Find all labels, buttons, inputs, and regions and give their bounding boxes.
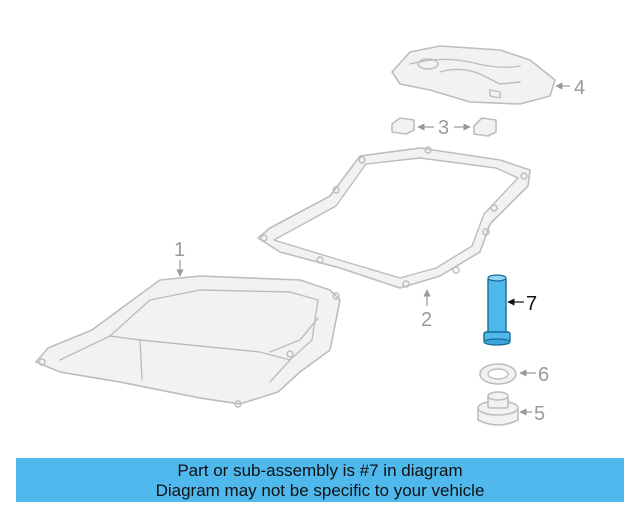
part-2-gasket[interactable]: [257, 146, 531, 289]
part-3-seals[interactable]: [391, 117, 497, 137]
callout-5: 5: [534, 403, 545, 425]
part-6-washer[interactable]: [479, 363, 517, 385]
callout-1: 1: [174, 239, 185, 261]
part-5-plug[interactable]: [477, 391, 519, 426]
info-banner: Part or sub-assembly is #7 in diagram Di…: [16, 458, 624, 502]
callout-4: 4: [574, 77, 585, 99]
callout-7: 7: [526, 293, 537, 315]
banner-line-1: Part or sub-assembly is #7 in diagram: [177, 461, 463, 480]
banner-line-2: Diagram may not be specific to your vehi…: [155, 481, 485, 500]
callout-6: 6: [538, 364, 549, 386]
part-4-filter[interactable]: [391, 45, 556, 105]
part-1-oil-pan[interactable]: [35, 275, 341, 408]
callout-3: 3: [438, 117, 449, 139]
part-7-drain-plug[interactable]: [483, 274, 511, 346]
callout-2: 2: [421, 309, 432, 331]
